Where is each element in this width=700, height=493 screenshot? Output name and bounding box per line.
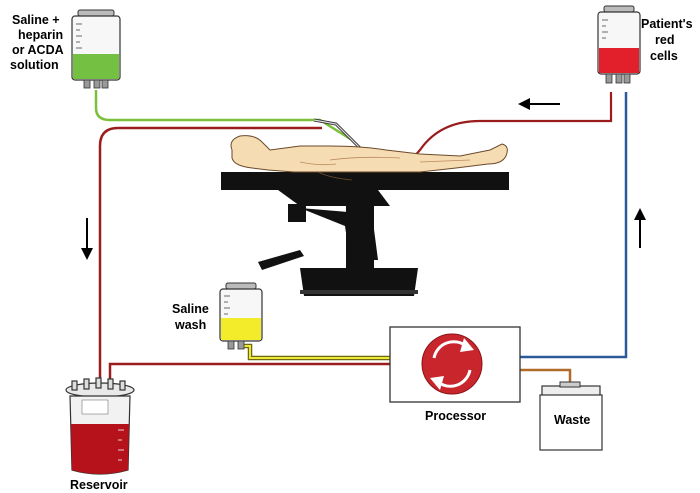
rotation-icon [432,340,472,388]
label-waste: Waste [554,413,590,427]
label-saline-heparin: Saline + heparin or ACDA solution [10,13,67,72]
label-saline-wash: Saline wash [172,302,212,332]
saline-wash-bag [219,282,263,350]
wash-tube [241,343,390,361]
red-cells-bag [597,5,641,84]
label-patient-red-cells: Patient's red cells [641,17,696,63]
heparin-bag [71,9,121,89]
arrow-left-icon [518,98,560,110]
patient-body [230,135,508,173]
patient [230,135,508,181]
reservoir [65,377,135,475]
reservoir-to-processor-tube [108,362,390,388]
arrow-up-icon [634,208,646,248]
waste-container [539,381,603,451]
processor [389,326,521,403]
flow-arrows [81,98,646,260]
suction-tube [98,126,322,388]
operating-table [221,172,509,296]
label-reservoir: Reservoir [70,478,128,492]
anticoagulant-tube [94,90,353,142]
labels: Saline + heparin or ACDA solution Patien… [10,13,696,492]
processed-cells-tube [520,92,628,359]
label-processor: Processor [425,409,486,423]
arrow-down-icon [81,218,93,260]
